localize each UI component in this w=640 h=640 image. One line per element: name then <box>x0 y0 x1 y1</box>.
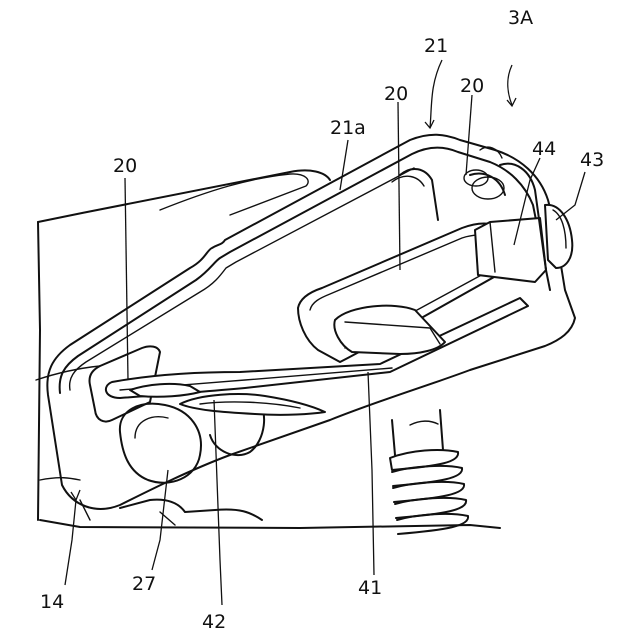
label-3A: 3A <box>508 7 533 29</box>
label-43: 43 <box>580 149 604 171</box>
reference-labels: 3A 21 20 20 21a 44 43 20 14 27 42 41 <box>40 7 604 633</box>
label-42: 42 <box>202 611 226 633</box>
label-20-left: 20 <box>113 155 137 177</box>
label-20-top-right: 20 <box>460 75 484 97</box>
label-21: 21 <box>424 35 448 57</box>
label-21a: 21a <box>330 117 366 139</box>
label-44: 44 <box>532 138 556 160</box>
label-14: 14 <box>40 591 64 613</box>
label-20-mid: 20 <box>384 83 408 105</box>
bracket-44 <box>464 164 546 282</box>
leader-lines <box>65 60 585 605</box>
label-41: 41 <box>358 577 382 599</box>
spring <box>390 410 468 534</box>
knob-43 <box>545 205 572 268</box>
label-27: 27 <box>132 573 156 595</box>
